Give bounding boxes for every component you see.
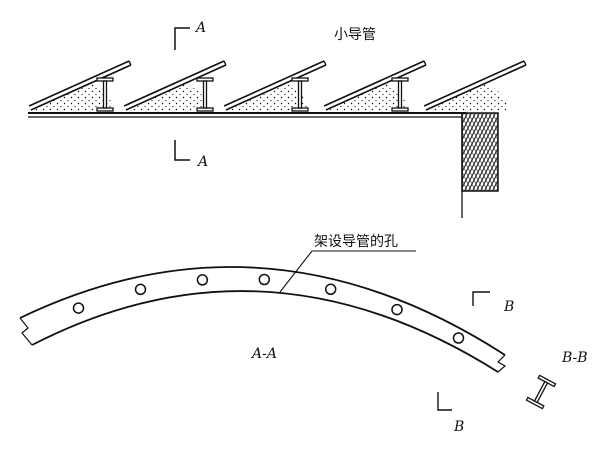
ibeam-web [202,80,208,109]
grout-wedge [229,83,308,112]
steel-ibeam [196,77,214,112]
pipe-hole [72,302,85,314]
small-pipe-end [323,60,327,66]
small-pipe-end [423,60,427,66]
small-pipe [425,64,527,111]
pipe-hole [324,283,337,296]
small-pipe-end [128,60,132,66]
section-aa-label: A-A [250,346,277,362]
small-pipe-edge [423,60,525,107]
small-pipe [30,64,132,111]
pipe-hole [258,273,271,286]
small-pipe-end [523,60,527,66]
grout-wedges [34,83,508,112]
pipe-hole [196,274,209,286]
left-break-mark [19,317,33,346]
steel-ibeam [96,77,114,112]
small-pipe [125,64,227,111]
hole-label: 架设导管的孔 [314,234,398,250]
steel-ibeams [96,77,409,112]
small-pipe-edge [123,60,225,107]
section-a-top-label: A [194,20,206,36]
longitudinal-section: A A 小导管 [28,20,527,218]
steel-ibeam [291,77,309,112]
steel-ibeam [391,77,409,112]
section-bb-label: B-B [561,350,588,366]
pipe-hole [452,332,465,344]
small-pipe-edge [28,60,130,107]
pipe-holes [72,273,465,344]
ibeam-web [297,80,303,109]
ibeam-bb-section [525,374,557,410]
pipe-hole [391,303,403,316]
grout-wedge [429,83,508,112]
small-pipe-edge [323,60,425,107]
section-b-top-label: B [503,299,514,315]
section-marker-b-bottom [437,392,452,411]
grout-wedge [129,83,208,112]
grout-wedge [329,83,408,112]
section-marker-a-bottom [174,140,190,161]
small-pipe-edge [223,60,325,107]
arch-outer-edge [19,266,506,356]
section-marker-b-top [472,291,490,306]
ibeam-web [397,80,403,109]
small-pipes [28,60,527,111]
grout-wedge [34,83,113,112]
section-marker-a-top [174,27,190,50]
pipe-hole [134,283,147,296]
cross-section-aa: 架设导管的孔 A-A B B B-B [19,234,588,435]
arch-inner-edge [31,290,499,373]
masonry-wall [461,112,499,192]
small-pipe [325,64,427,111]
hole-leader-line [279,250,313,293]
small-pipe-end [223,60,227,66]
small-pipe-label: 小导管 [334,27,376,43]
right-break-mark [497,354,507,373]
section-b-bottom-label: B [453,419,464,435]
small-pipe [225,64,327,111]
section-a-bottom-label: A [196,154,208,170]
ibeam-web [102,80,108,109]
